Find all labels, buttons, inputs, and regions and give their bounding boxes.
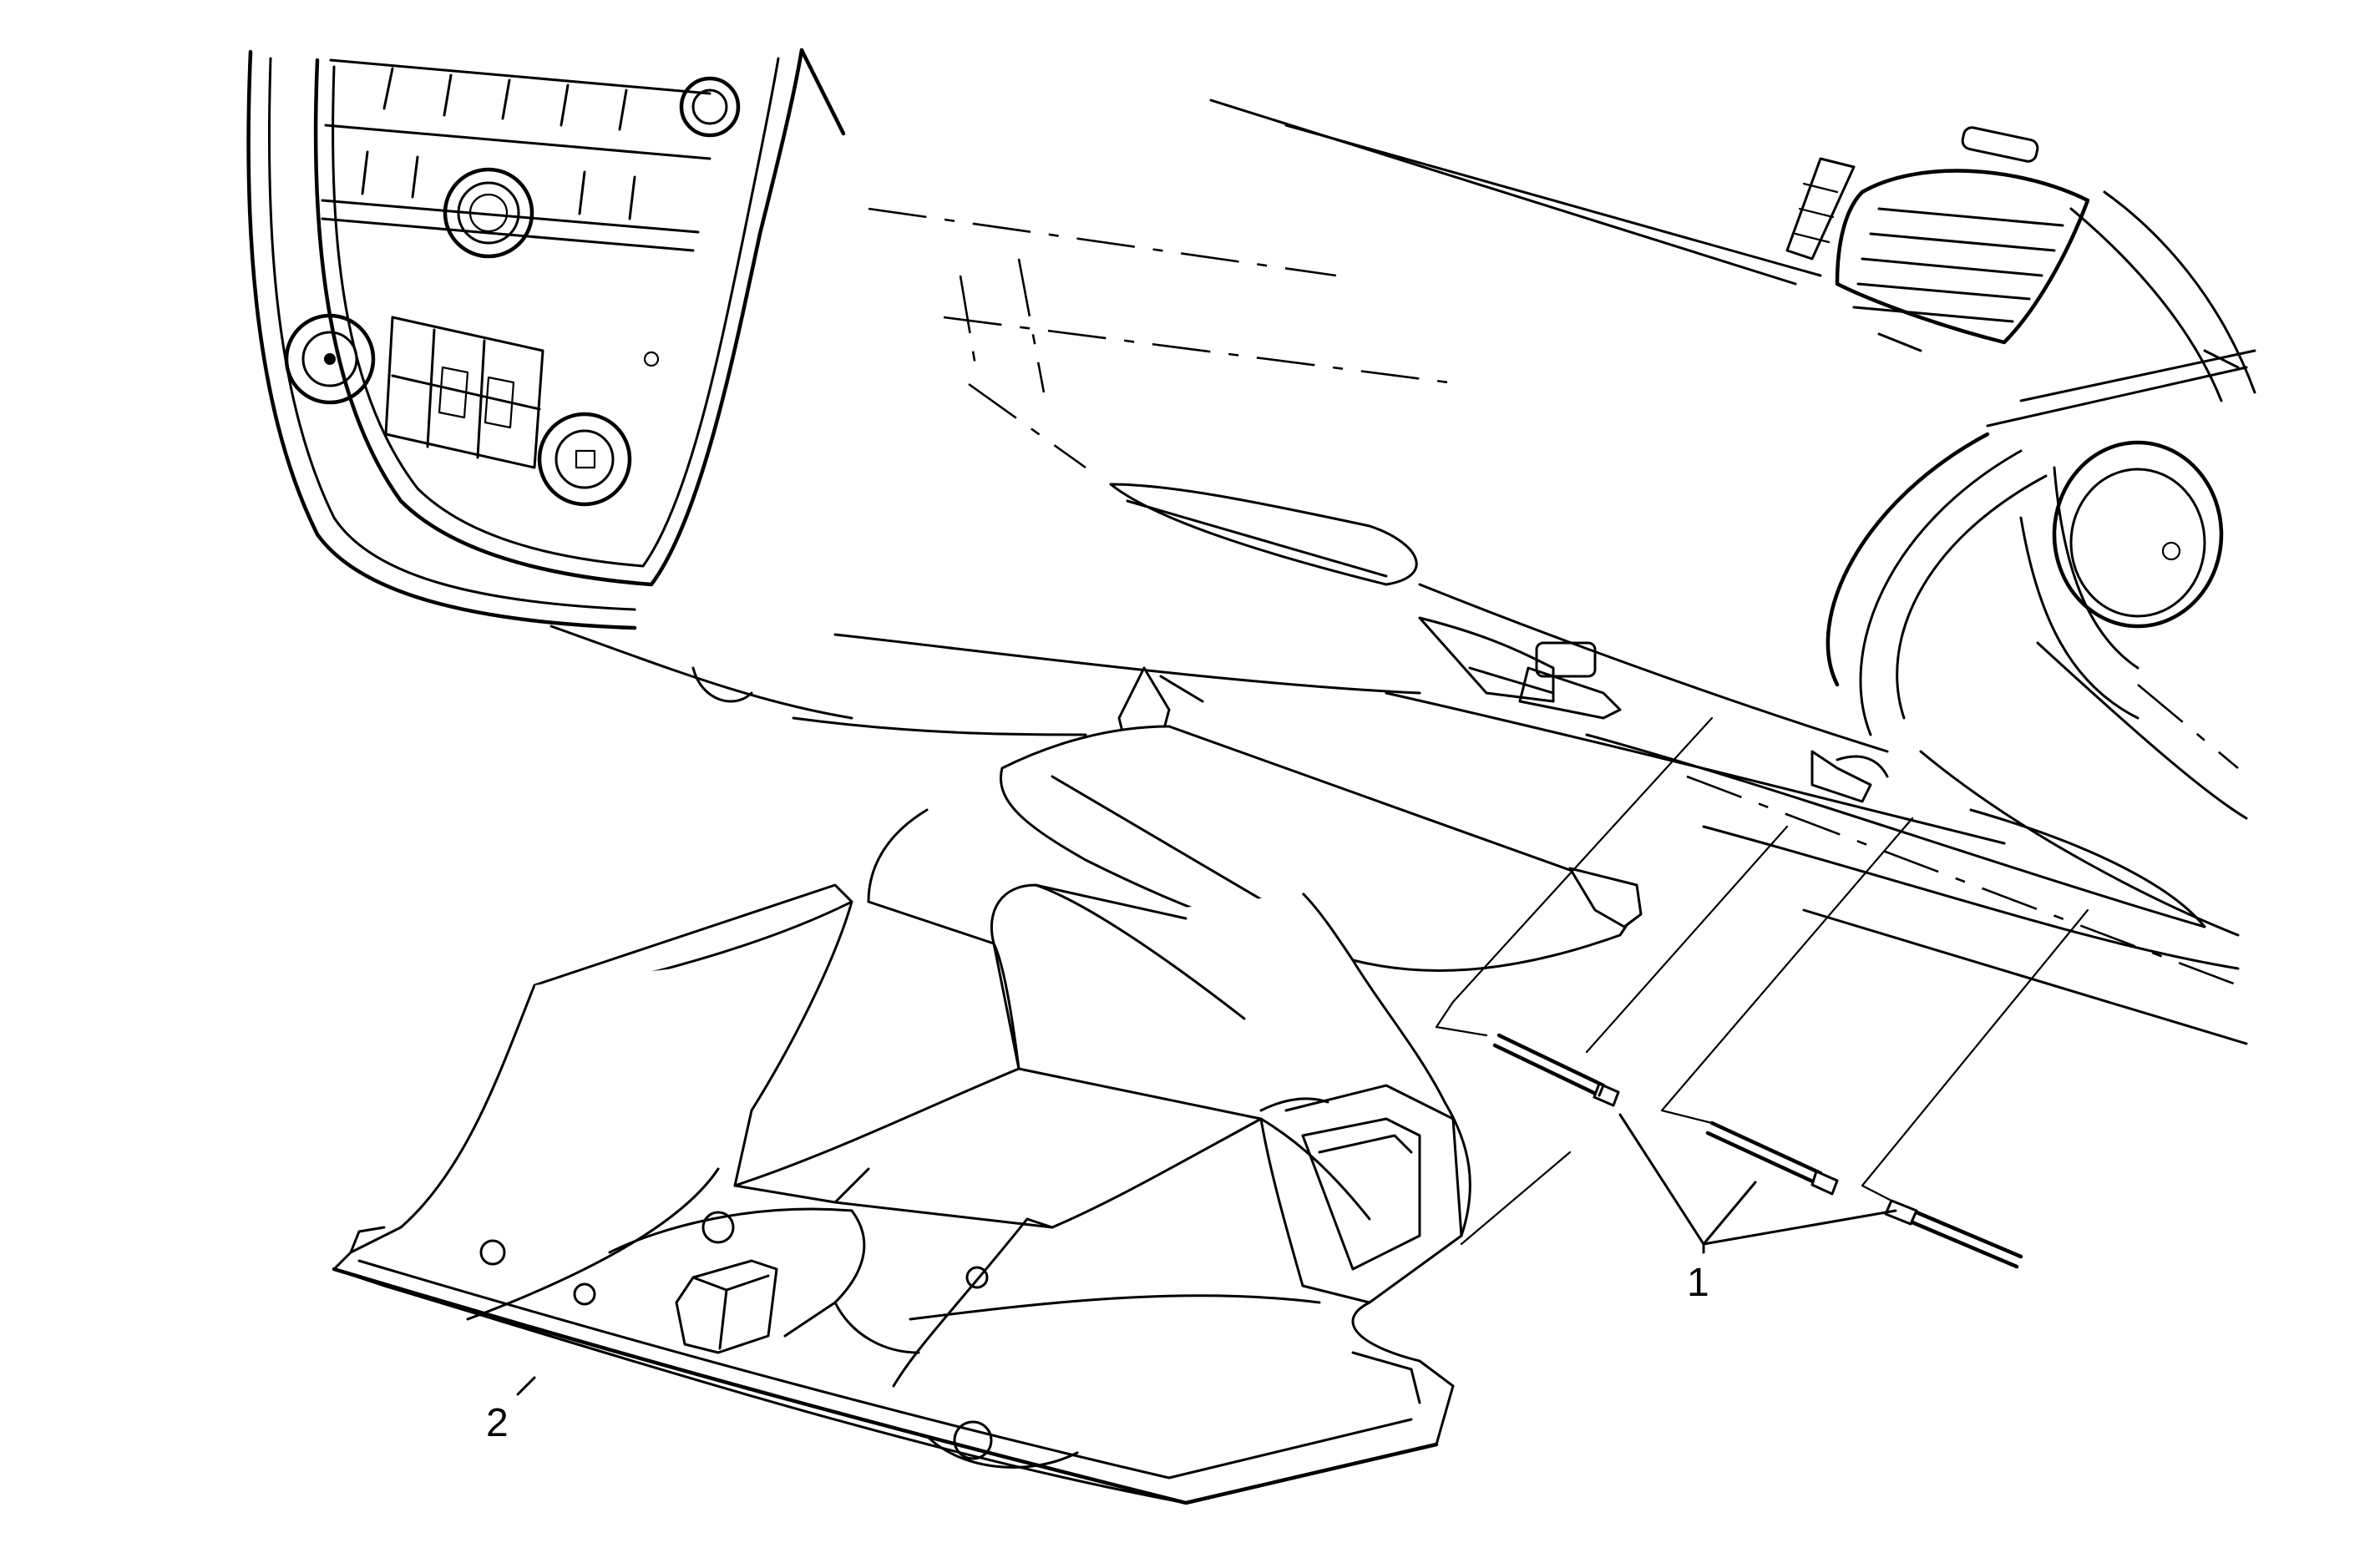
- callout-label-2: 2: [486, 1401, 509, 1445]
- pin-3: [1884, 1199, 2023, 1269]
- installation-guides: [1435, 716, 2089, 1246]
- pin-2: [1705, 1120, 1839, 1196]
- center-stack: [246, 48, 804, 630]
- callout-label-1: 1: [1687, 1261, 1709, 1305]
- opening-brackets: [691, 483, 1889, 803]
- pin-1: [1492, 1033, 1620, 1107]
- instrument-panel: [549, 48, 2256, 1045]
- callout-2: 2: [486, 1376, 536, 1445]
- callout-1: 1: [1618, 1113, 1897, 1305]
- pins: [1492, 1033, 2023, 1269]
- glove-box: [332, 666, 1643, 1505]
- air-vent: [1785, 126, 2090, 352]
